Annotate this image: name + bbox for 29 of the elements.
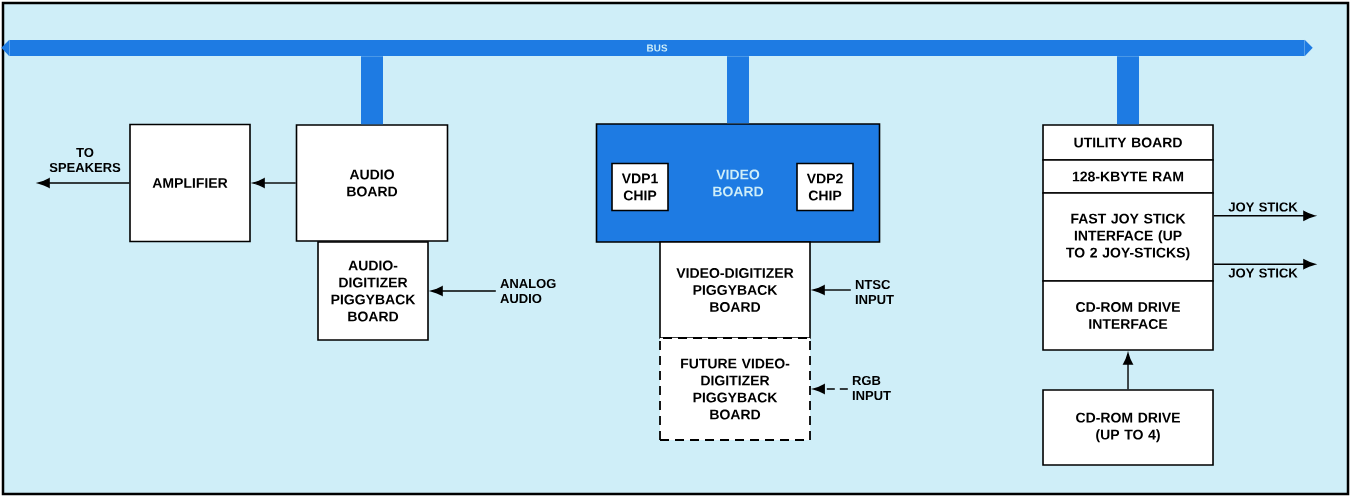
node-label: BUS [647,44,668,52]
drive-box: CD-ROM DRIVE (UP TO 4) [1042,389,1214,466]
memory-box: 128-KBYTE RAM [1042,159,1214,194]
amplifier-box: AMPLIFIER [129,123,251,243]
arrow [430,286,497,296]
chip-box: VDP1 CHIP [611,162,669,212]
interface-box: CD-ROM DRIVE INTERFACE [1042,280,1214,351]
arrow [252,178,297,188]
arrow [1213,259,1316,270]
piggyback-box: FUTURE VIDEO-DIGITIZER PIGGYBACK BOARD [659,337,811,441]
arrow [813,384,849,394]
bus-connector [727,56,749,124]
arrow [1123,352,1133,390]
input-label: NTSC INPUT [855,279,894,305]
arrow [812,285,852,295]
output-label: JOY STICK [1228,268,1298,278]
board-box: UTILITY BOARD [1042,124,1214,161]
output-label: TO SPEAKERS [49,147,121,173]
input-label: ANALOG AUDIO [500,278,556,304]
chip-box: VDP2 CHIP [796,162,854,212]
arrow [37,178,130,188]
bus-connector [361,56,383,125]
input-label: RGB INPUT [852,375,891,401]
arrow [1213,210,1316,221]
bus-connector [1117,56,1139,125]
piggyback-box: AUDIO-DIGITIZER PIGGYBACK BOARD [317,241,429,341]
piggyback-box: VIDEO-DIGITIZER PIGGYBACK BOARD [659,241,811,339]
board-box: AUDIO BOARD [295,124,449,242]
output-label: JOY STICK [1228,202,1298,212]
